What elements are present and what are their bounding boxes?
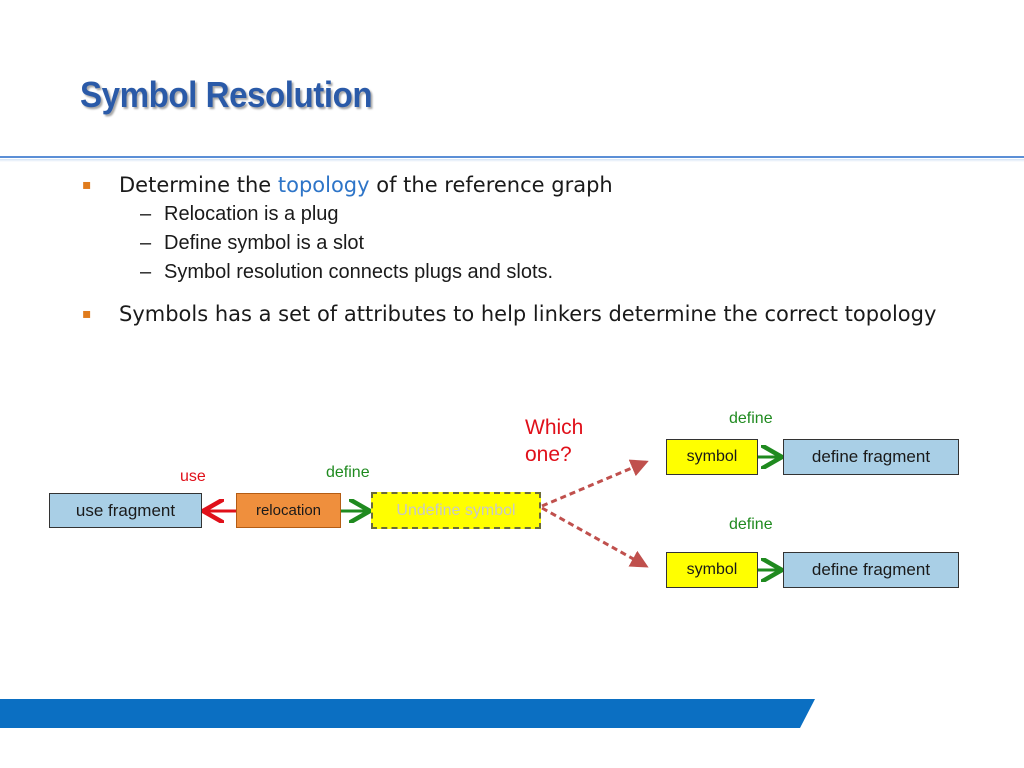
define-label-bottom: define (729, 516, 773, 533)
page-title: Symbol Resolution (80, 74, 373, 115)
define-label-top: define (729, 410, 773, 427)
resolution-arrow-top (541, 459, 649, 508)
footer-bar (0, 699, 815, 728)
sub-bullet-item: – Define symbol is a slot (82, 229, 962, 258)
bullet-accent-word: topology (277, 173, 370, 197)
bullet-marker-icon: ▪ (82, 306, 92, 322)
sub-bullet-item: – Symbol resolution connects plugs and s… (82, 258, 962, 287)
sub-bullet-text: Relocation is a plug (164, 203, 339, 225)
dash-marker: – (140, 203, 152, 225)
relocation-box: relocation (236, 493, 341, 528)
sub-bullet-item: – Relocation is a plug (82, 200, 962, 229)
symbol-box-top: symbol (666, 439, 758, 475)
resolution-arrow-bottom (541, 506, 649, 568)
sub-bullet-text: Symbol resolution connects plugs and slo… (164, 261, 554, 283)
define-fragment-box-bottom: define fragment (783, 552, 959, 588)
dash-marker: – (140, 232, 152, 254)
sub-bullet-text: Define symbol is a slot (164, 232, 365, 254)
bullet-marker-icon: ▪ (82, 177, 92, 193)
title-divider (0, 156, 1024, 158)
title-divider-shadow (0, 159, 1024, 162)
use-label: use (180, 468, 206, 485)
symbol-box-bottom: symbol (666, 552, 758, 588)
bullet-text-prefix: Determine the (119, 173, 272, 197)
bullet-text: Symbols has a set of attributes to help … (119, 302, 937, 326)
define-fragment-box-top: define fragment (783, 439, 959, 475)
dash-marker: – (140, 261, 152, 283)
which-one-label: Which one? (525, 416, 584, 466)
bullet-item: ▪ Symbols has a set of attributes to hel… (82, 300, 962, 329)
bullet-item: ▪ Determine the topology of the referenc… (82, 171, 962, 200)
bullet-text-suffix: of the reference graph (376, 173, 613, 197)
define-label-left: define (326, 464, 370, 481)
bullet-list: ▪ Determine the topology of the referenc… (82, 171, 962, 329)
undefine-symbol-box: Undefine symbol (371, 492, 541, 529)
use-fragment-box: use fragment (49, 493, 202, 528)
